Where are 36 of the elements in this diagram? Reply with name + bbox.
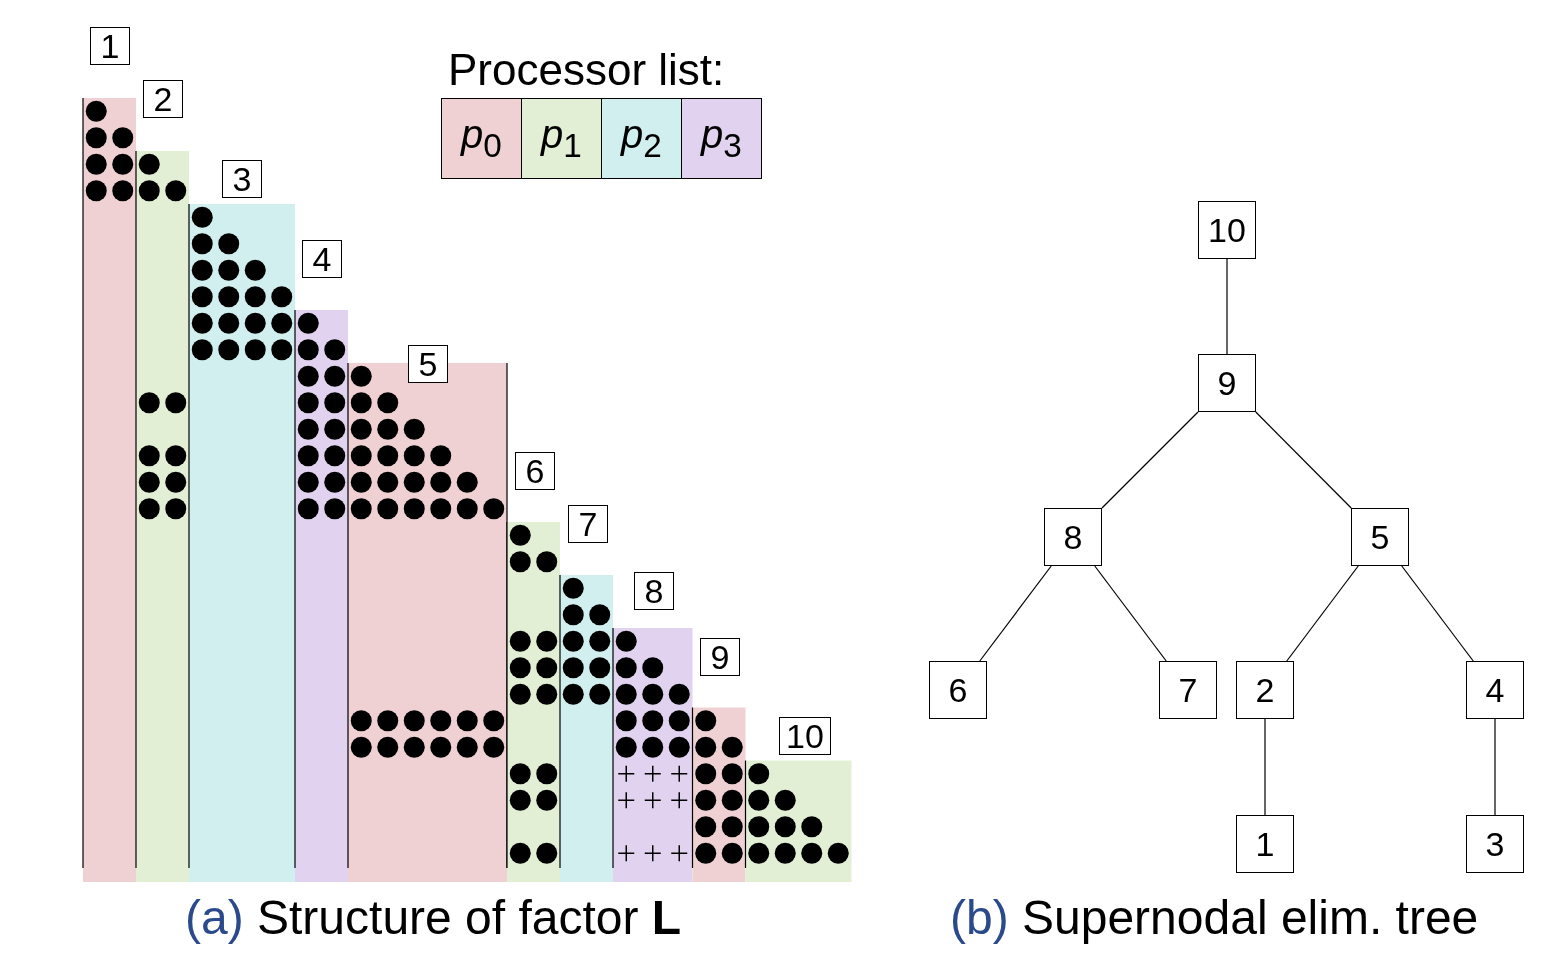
supernode-number: 9: [700, 638, 740, 676]
supernode-number: 8: [634, 572, 674, 610]
tree-node-box: 10: [1198, 201, 1256, 259]
legend-label: p$_{2}$: [621, 112, 662, 165]
supernode-number: 2: [143, 80, 183, 118]
tree-node-box: 6: [929, 661, 987, 719]
figure-caption: (a) Structure of factor L: [185, 890, 682, 945]
supernode-number: 1: [90, 27, 130, 65]
legend-label: p$_{0}$: [461, 112, 502, 165]
tree-node-box: 8: [1044, 508, 1102, 566]
tree-edge: [1101, 411, 1199, 509]
tree-node-box: 1: [1236, 815, 1294, 873]
tree-edge: [1255, 411, 1352, 509]
legend-label: p$_{1}$: [541, 112, 582, 165]
tree-edge: [1286, 565, 1359, 662]
supernode-number: 5: [408, 345, 448, 383]
tree-node-box: 4: [1466, 661, 1524, 719]
tree-edge: [1494, 718, 1496, 816]
supernode-number: 7: [568, 505, 608, 543]
tree-node-box: 9: [1198, 354, 1256, 412]
tree-edge: [1264, 718, 1266, 816]
tree-edge: [1401, 565, 1474, 662]
tree-edge: [1094, 565, 1167, 662]
supernode-number: 10: [779, 717, 831, 755]
tree-node-box: 2: [1236, 661, 1294, 719]
supernode-number: 6: [515, 452, 555, 490]
supernode-number: 3: [222, 160, 262, 198]
tree-node-box: 7: [1159, 661, 1217, 719]
figure-caption: (b) Supernodal elim. tree: [950, 890, 1479, 945]
supernode-number: 4: [302, 240, 342, 278]
tree-edge: [1226, 258, 1228, 355]
tree-node-box: 5: [1351, 508, 1409, 566]
legend-label: p$_{3}$: [701, 112, 742, 165]
tree-node-box: 3: [1466, 815, 1524, 873]
legend-title: Processor list:: [448, 45, 725, 95]
tree-edge: [979, 565, 1052, 662]
